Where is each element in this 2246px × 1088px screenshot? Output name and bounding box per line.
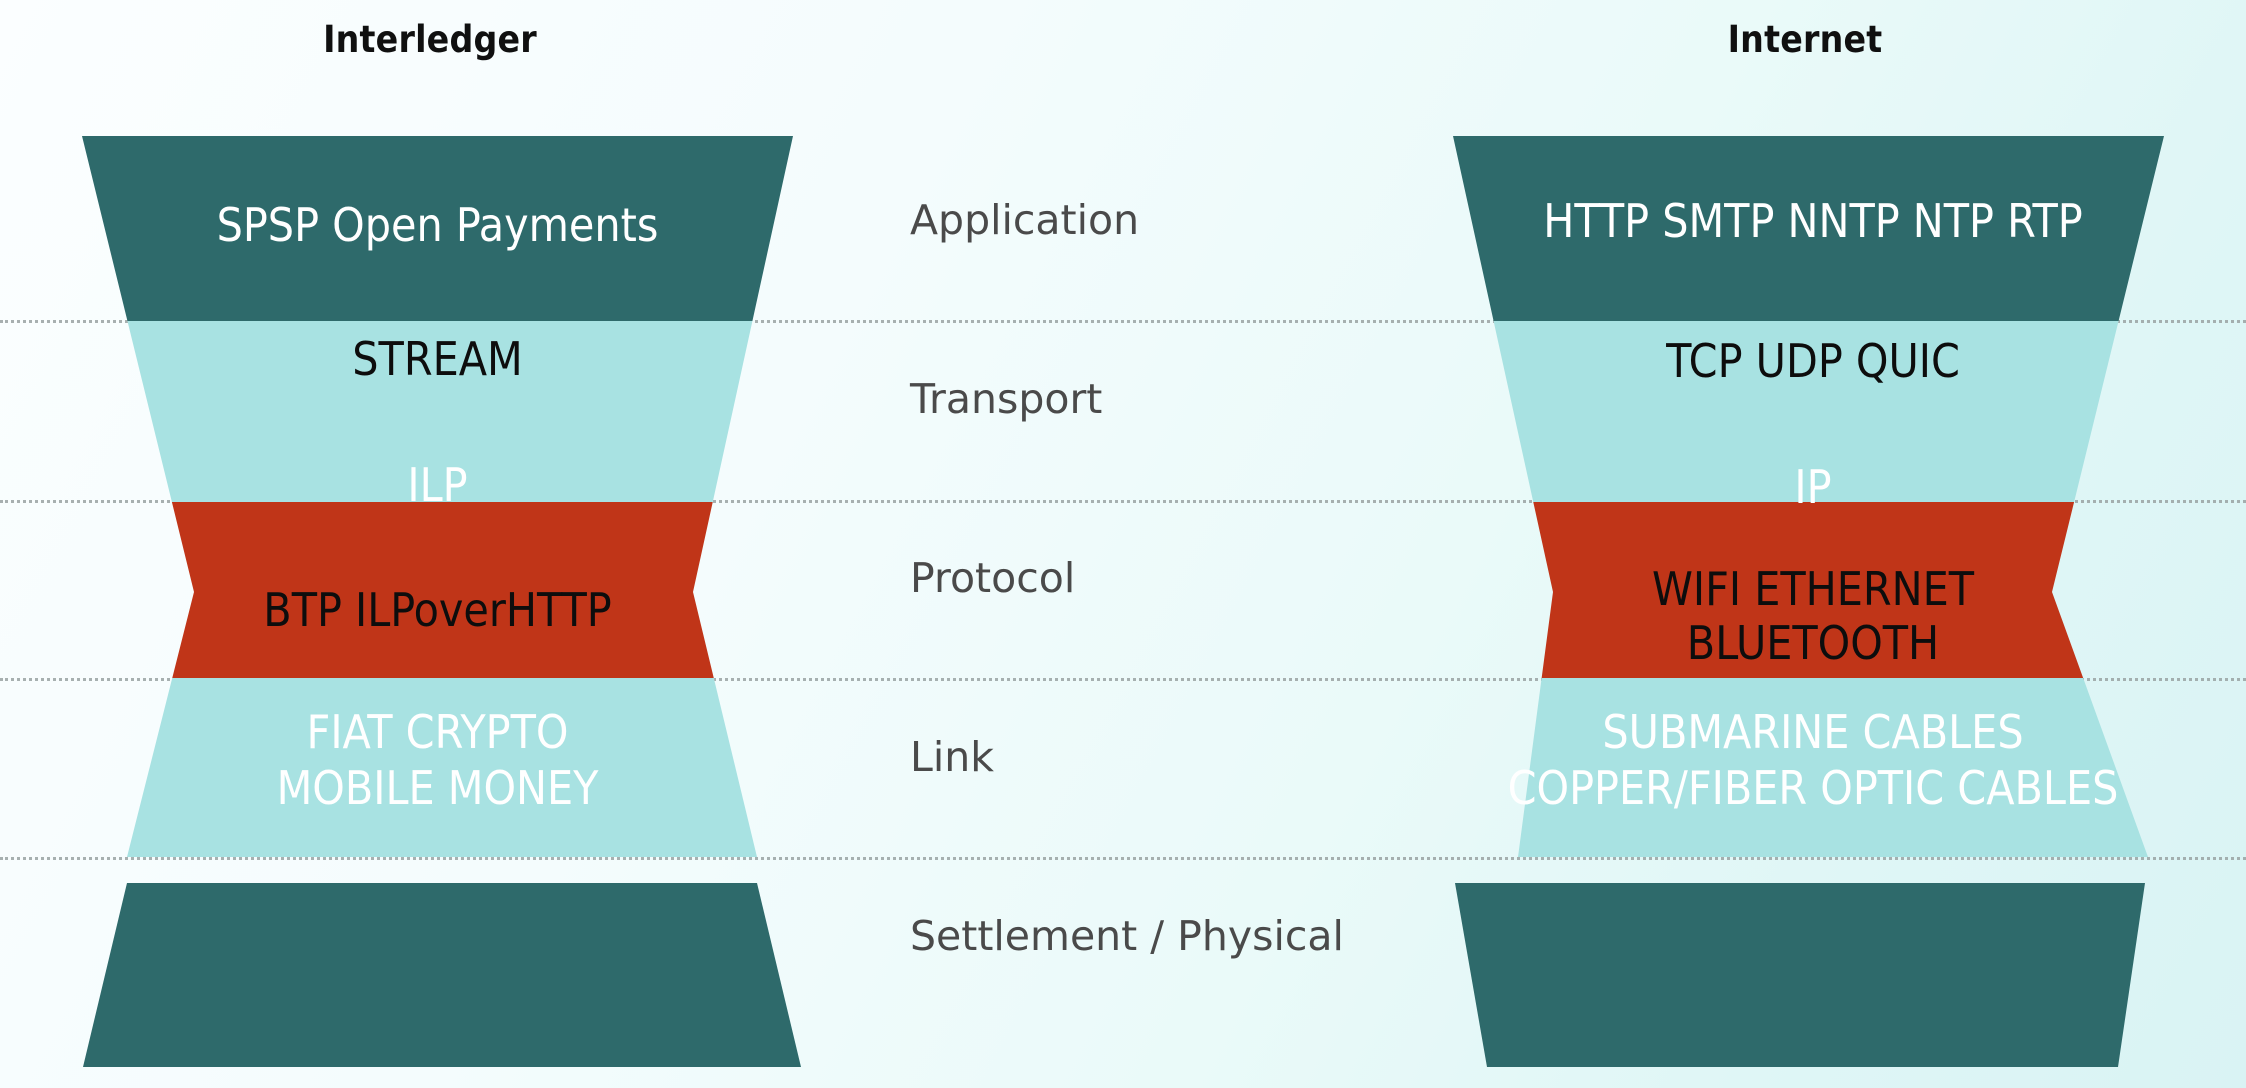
right-text-protocol: IP [1794,460,1832,514]
column-title-interledger: Interledger [323,18,537,61]
right-text-link-line1: WIFI ETHERNET [1651,562,1975,616]
layer-label-application: Application [910,196,1140,244]
left-text-link: BTP ILPoverHTTP [263,583,612,637]
layer-label-transport: Transport [910,375,1103,423]
right-text-settlement-line2: COPPER/FIBER OPTIC CABLES [1507,761,2119,815]
divider-transport-protocol [0,500,2246,503]
column-title-internet: Internet [1727,18,1883,61]
left-band-protocol [82,502,793,678]
right-stack-bands [1453,136,2164,857]
layer-label-protocol: Protocol [910,554,1076,602]
right-text-application: HTTP SMTP NNTP NTP RTP [1543,194,2083,248]
layer-label-link: Link [910,733,994,781]
left-band-settlement [83,883,801,1067]
left-text-settlement-line2: MOBILE MONEY [276,761,599,815]
left-band-link [82,678,793,857]
left-text-application: SPSP Open Payments [216,198,659,252]
right-band-transport [1453,321,2164,502]
right-band-link [1453,678,2164,857]
right-text-link-line2: BLUETOOTH [1686,616,1940,670]
left-text-protocol: ILP [407,458,468,512]
left-stack-bands [82,136,793,857]
left-text-settlement-line1: FIAT CRYPTO [306,705,569,759]
divider-link-settlement [0,857,2246,860]
left-text-transport: STREAM [352,332,523,386]
divider-application-transport [0,320,2246,323]
right-text-settlement-line1: SUBMARINE CABLES [1602,705,2024,759]
right-text-transport: TCP UDP QUIC [1666,334,1960,388]
right-band-settlement [1455,883,2145,1067]
right-band-application [1453,136,2164,321]
layer-label-settlement-physical: Settlement / Physical [910,912,1344,960]
left-band-application [82,136,793,321]
right-band-protocol [1453,502,2164,678]
left-band-transport [82,321,793,502]
divider-protocol-link [0,678,2246,681]
